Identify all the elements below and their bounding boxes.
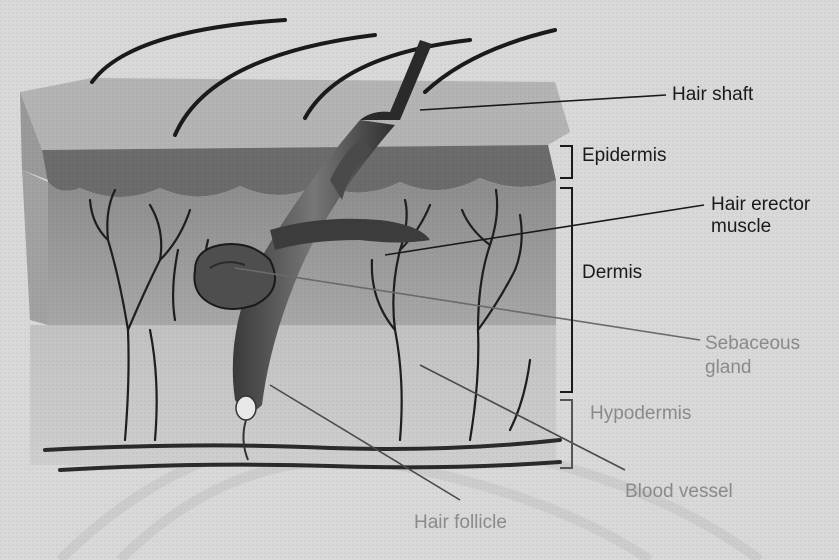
sebaceous-gland (194, 244, 275, 309)
label-hair-erector-muscle-line2: muscle (711, 216, 771, 238)
label-hair-follicle: Hair follicle (414, 512, 507, 534)
label-dermis: Dermis (582, 262, 642, 284)
label-sebaceous-gland-line2: gland (705, 357, 752, 379)
label-hypodermis: Hypodermis (590, 403, 691, 425)
label-epidermis: Epidermis (582, 145, 666, 167)
label-sebaceous-gland-line1: Sebaceous (705, 333, 800, 355)
label-blood-vessel: Blood vessel (625, 481, 733, 503)
label-hair-erector-muscle-line1: Hair erector (711, 194, 810, 216)
label-hair-shaft: Hair shaft (672, 84, 753, 106)
